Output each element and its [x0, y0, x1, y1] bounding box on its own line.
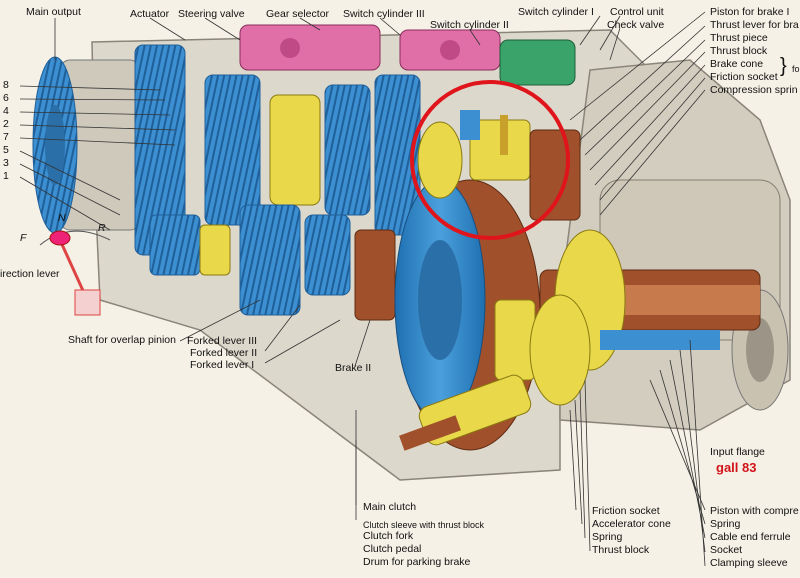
label-brace-suffix: fo	[792, 64, 800, 74]
gear-number-7: 7	[3, 131, 9, 143]
label-clutch-fork: Clutch fork	[363, 530, 414, 542]
label-gear-selector: Gear selector	[266, 8, 330, 20]
gear-number-2: 2	[3, 118, 9, 130]
label-forked-lever-3: Forked lever III	[187, 335, 258, 347]
label-switch-cylinder-3: Switch cylinder III	[343, 8, 425, 20]
label-compression-spring: Compression sprin	[710, 84, 798, 96]
label-input-flange: Input flange	[710, 446, 765, 458]
label-brake-cone: Brake cone	[710, 58, 764, 70]
label-check-valve: Check valve	[607, 19, 665, 31]
main-clutch	[394, 179, 541, 451]
label-main-clutch: Main clutch	[363, 501, 417, 513]
gear-number-1: 1	[3, 170, 9, 182]
label-control-unit: Control unit	[610, 6, 664, 18]
label-piston-brake-1: Piston for brake I	[710, 6, 790, 18]
highlight-circle	[410, 80, 570, 240]
label-friction-socket-top: Friction socket	[710, 71, 778, 83]
label-lever-n: N	[58, 212, 66, 224]
label-main-output: Main output	[26, 6, 81, 18]
label-clamping-sleeve: Clamping sleeve	[710, 557, 788, 569]
label-spring-right: Spring	[710, 518, 741, 530]
label-steering-valve: Steering valve	[178, 8, 245, 20]
label-switch-cylinder-1: Switch cylinder I	[518, 6, 594, 18]
label-direction-lever: irection lever	[0, 268, 60, 280]
gear-stack	[134, 44, 421, 321]
gear-number-8: 8	[3, 79, 9, 91]
leader-lines	[19, 11, 706, 567]
label-thrust-piece: Thrust piece	[710, 32, 768, 44]
clutch-pack	[529, 229, 761, 406]
label-shaft-overlap: Shaft for overlap pinion	[68, 334, 176, 346]
label-brake-2: Brake II	[335, 362, 372, 374]
brace-glyph: }	[780, 55, 787, 77]
label-spring-bottom: Spring	[592, 531, 623, 543]
label-forked-lever-1: Forked lever I	[190, 359, 255, 371]
label-socket: Socket	[710, 544, 743, 556]
gear-number-5: 5	[3, 144, 9, 156]
top-actuators	[239, 24, 576, 86]
label-thrust-lever-brake: Thrust lever for bra	[710, 19, 799, 31]
label-switch-cylinder-2: Switch cylinder II	[430, 19, 509, 31]
gear-number-6: 6	[3, 92, 9, 104]
label-thrust-block-bottom: Thrust block	[592, 544, 650, 556]
label-clutch-sleeve: Clutch sleeve with thrust block	[363, 520, 485, 530]
label-friction-socket-bottom: Friction socket	[592, 505, 660, 517]
label-lever-r: R	[98, 222, 106, 234]
gear-number-3: 3	[3, 157, 9, 169]
label-lever-f: F	[20, 232, 27, 244]
label-clutch-pedal: Clutch pedal	[363, 543, 422, 555]
label-accelerator-cone: Accelerator cone	[592, 518, 671, 530]
label-cable-end-ferrule: Cable end ferrule	[710, 531, 791, 543]
direction-lever-drawing	[39, 230, 111, 316]
label-drum-parking: Drum for parking brake	[363, 556, 471, 568]
gear-number-4: 4	[3, 105, 9, 117]
label-piston-with-compre: Piston with compre	[710, 505, 799, 517]
main-output-drum	[32, 56, 141, 234]
label-thrust-block-top: Thrust block	[710, 45, 768, 57]
label-forked-lever-2: Forked lever II	[190, 347, 258, 359]
label-actuator: Actuator	[130, 8, 170, 20]
label-gall-83: gall 83	[716, 460, 757, 475]
